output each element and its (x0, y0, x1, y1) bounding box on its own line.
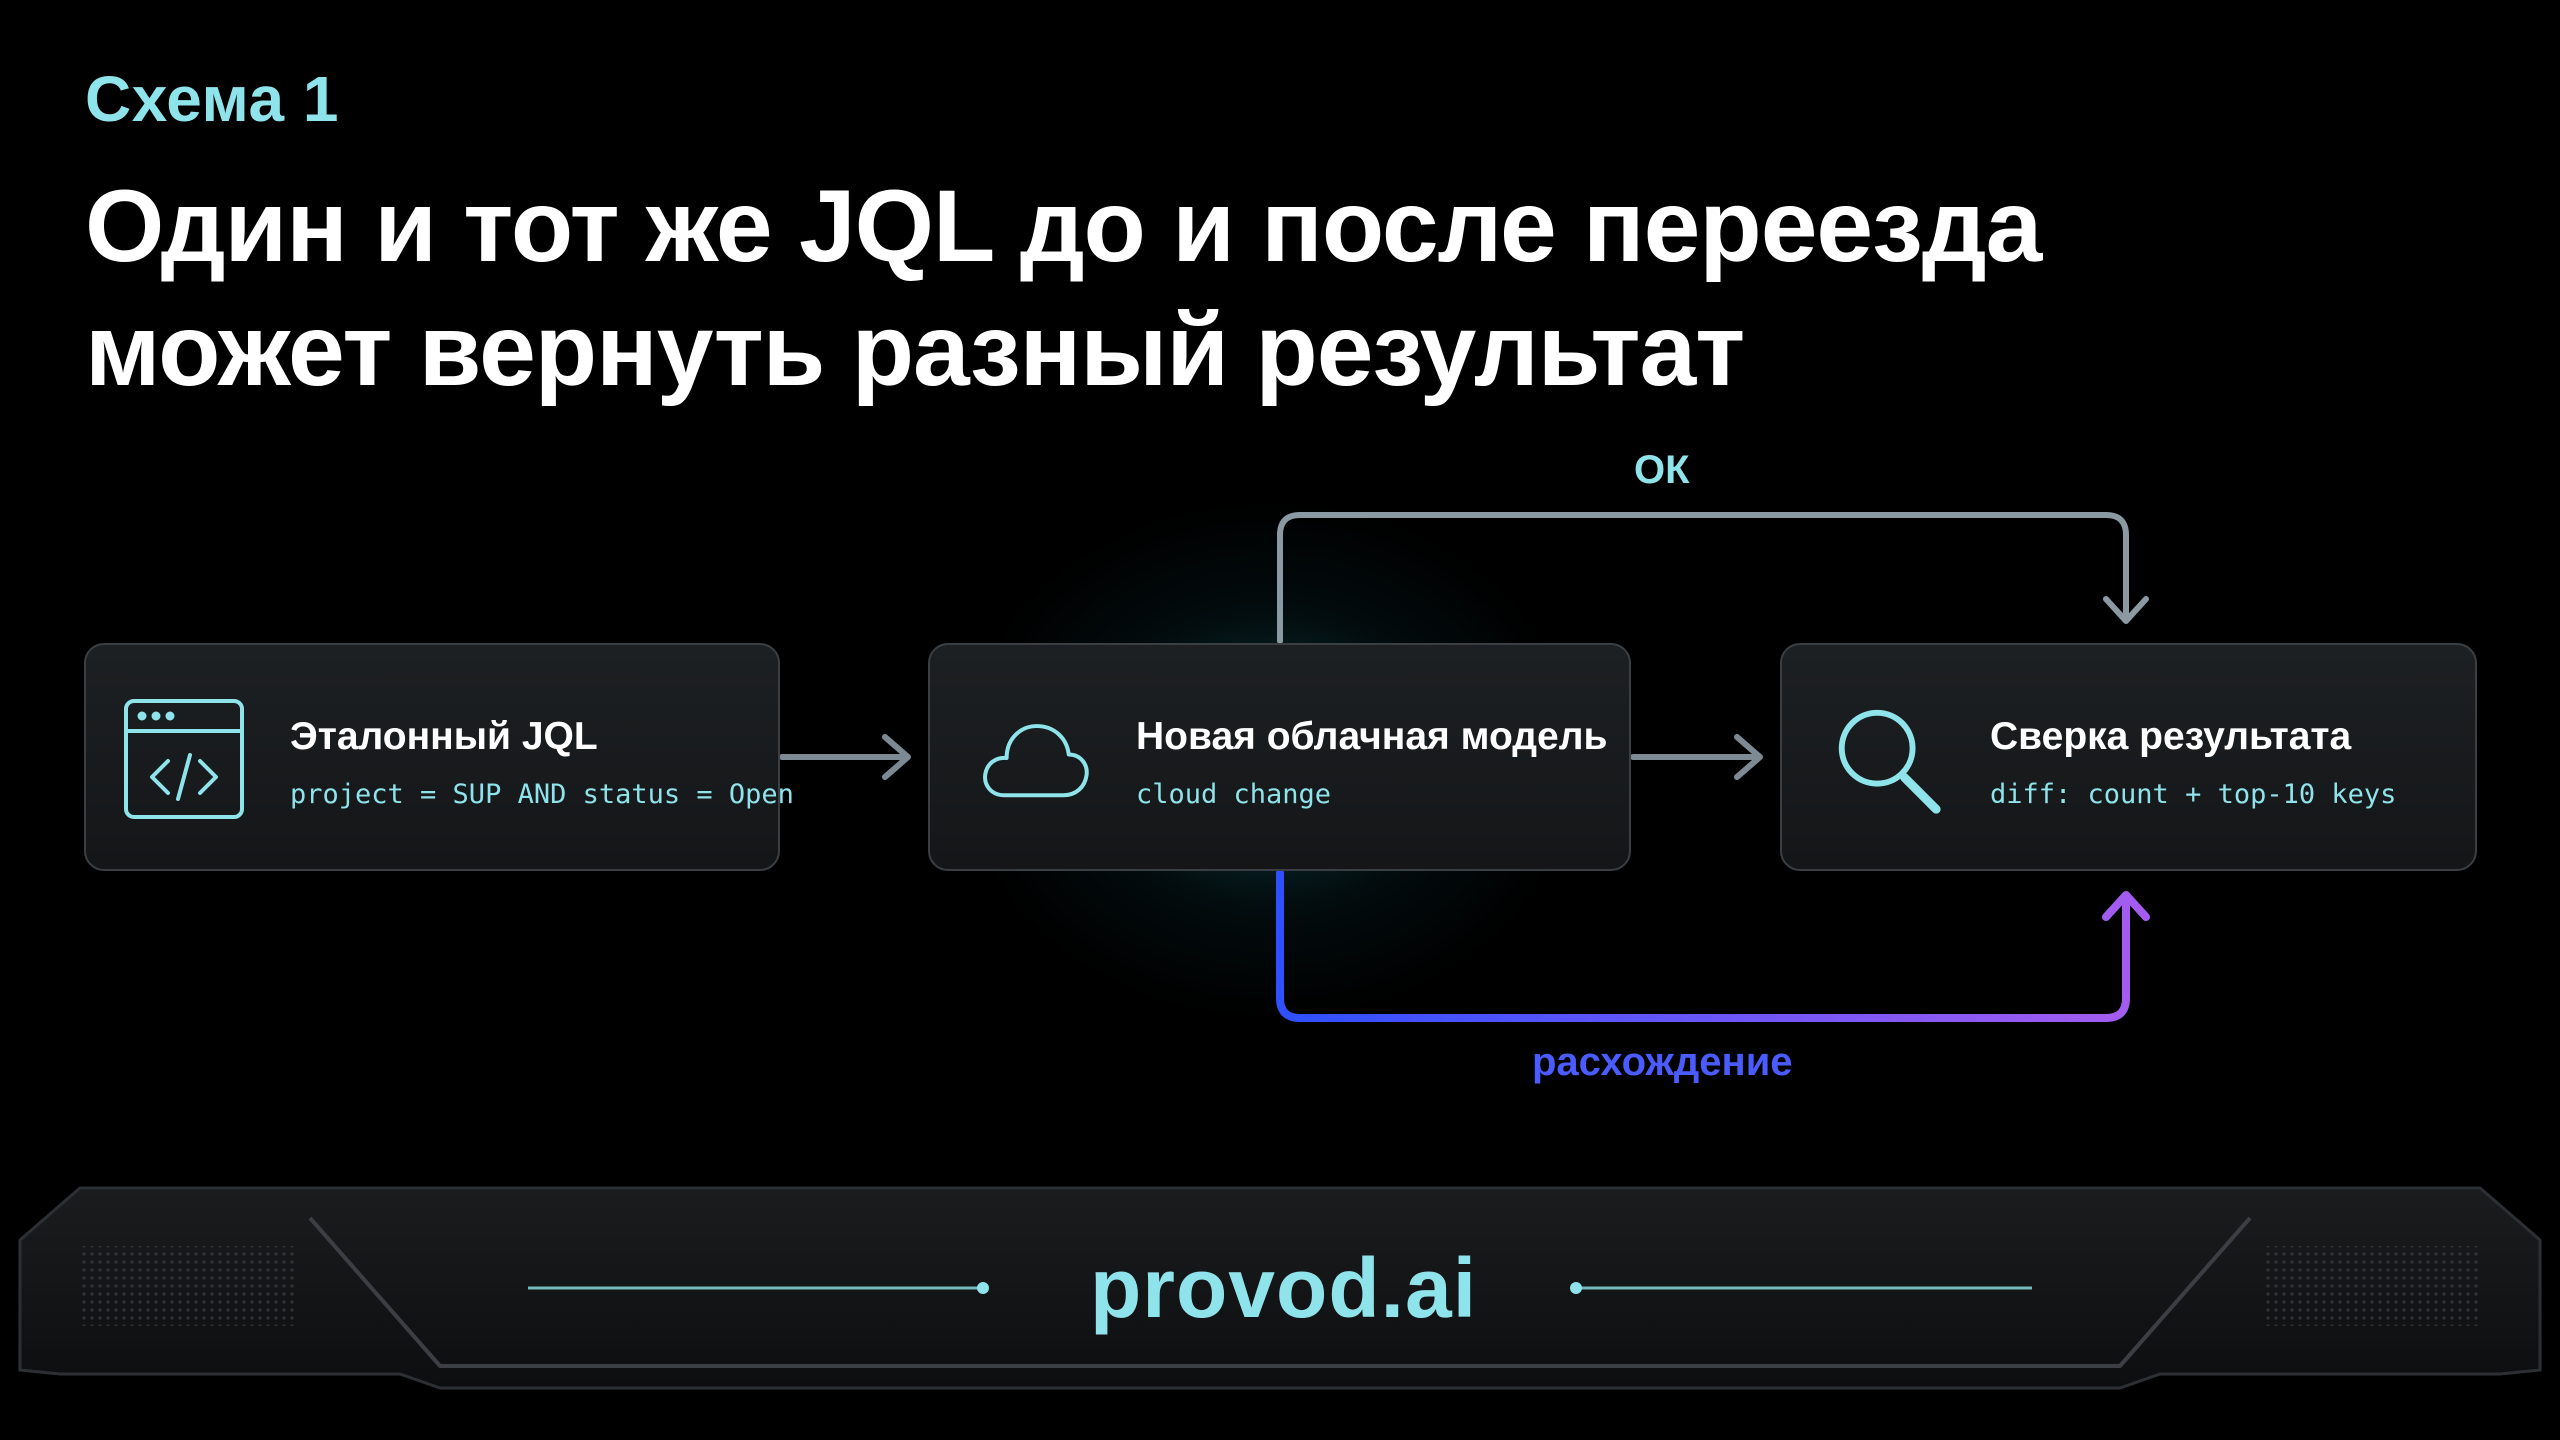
slide-title-line-2: может вернуть разный результат (85, 293, 1745, 407)
cloud-icon (983, 724, 1089, 798)
ok-edge-label: ОК (1634, 448, 1690, 492)
brand-logo-text: provod.ai (1090, 1241, 1478, 1335)
node-subtitle: project = SUP AND status = Open (290, 779, 794, 810)
node-subtitle: cloud change (1136, 779, 1332, 810)
slide-title: Один и тот же JQL до и после переезда мо… (85, 164, 2385, 412)
node-title: Эталонный JQL (290, 715, 598, 758)
arrow-ok-path (1277, 512, 2149, 644)
slide-title-line-1: Один и тот же JQL до и после переезда (85, 169, 2042, 283)
magnifier-icon (1838, 709, 1941, 814)
arrow-cloud-to-compare (1630, 734, 1763, 780)
node-result-compare: Сверка результата diff: count + top-10 k… (1780, 643, 2477, 871)
node-reference-jql: Эталонный JQL project = SUP AND status =… (84, 643, 794, 871)
code-window-icon (124, 699, 244, 819)
node-subtitle: diff: count + top-10 keys (1990, 779, 2397, 810)
divergence-edge-label: расхождение (1532, 1040, 1793, 1084)
node-title: Сверка результата (1990, 715, 2352, 758)
arrow-jql-to-cloud (779, 734, 911, 780)
node-title: Новая облачная модель (1136, 715, 1608, 758)
footer-bar (18, 1186, 2542, 1390)
node-cloud-model: Новая облачная модель cloud change (928, 643, 1631, 871)
slide-eyebrow: Схема 1 (85, 63, 339, 135)
arrow-divergence-path (1276, 869, 2150, 1022)
